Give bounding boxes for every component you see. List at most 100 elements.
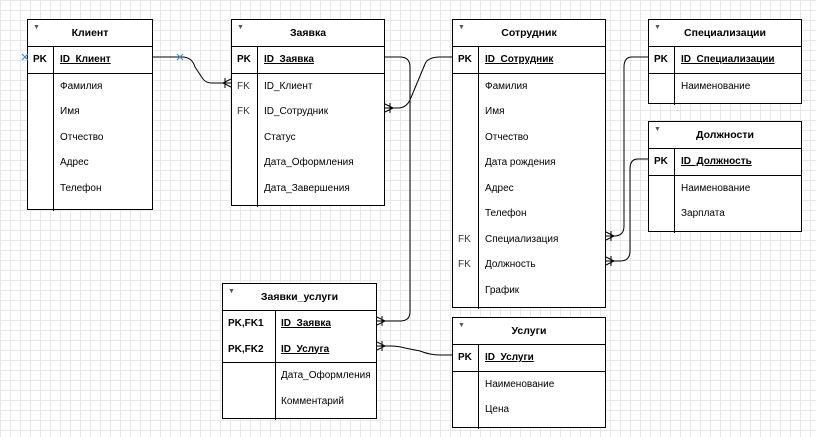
- table-title: Клиент: [71, 27, 109, 39]
- crowfoot-icon: [605, 231, 615, 241]
- table-row[interactable]: Цена: [453, 397, 605, 423]
- crowfoot-icon: [376, 316, 386, 326]
- field-name: ID_Услуги: [485, 352, 534, 363]
- collapse-triangle-icon[interactable]: ▼: [654, 126, 661, 133]
- table-row[interactable]: Телефон: [453, 201, 605, 227]
- pk-section: PK ID_Специализации: [649, 47, 801, 74]
- table-row[interactable]: Дата_Оформления: [232, 150, 384, 176]
- table-title: Заявка: [289, 27, 327, 39]
- key-label: FK: [458, 233, 471, 245]
- field-name: Наименование: [681, 80, 751, 92]
- table-sotrudnik[interactable]: ▼ Сотрудник PK ID_Сотрудник Фамилия Имя От…: [452, 19, 606, 309]
- table-klient[interactable]: ▼ Клиент PK ID_Клиент Фамилия Имя Отчество…: [27, 19, 153, 211]
- key-label: FK: [237, 80, 250, 92]
- key-label: PK: [458, 54, 472, 65]
- relationship-spec-sotrudnik: [606, 56, 648, 237]
- key-label: PK: [33, 54, 47, 65]
- table-row[interactable]: Отчество: [453, 125, 605, 151]
- connection-handle-icon: [21, 53, 184, 61]
- table-header: ▼Специализации: [649, 20, 801, 47]
- collapse-triangle-icon[interactable]: ▼: [237, 24, 244, 31]
- table-row[interactable]: Дата_Оформления: [223, 363, 376, 389]
- table-row[interactable]: График: [453, 278, 605, 304]
- field-name: Наименование: [485, 378, 555, 390]
- relationship-sotrudnik-zayavka: [385, 56, 452, 109]
- collapse-triangle-icon[interactable]: ▼: [33, 24, 40, 31]
- field-name: ID_Клиент: [60, 54, 111, 65]
- field-name: Комментарий: [281, 395, 344, 407]
- table-header: ▼ Заявка: [232, 20, 384, 47]
- field-name: Цена: [485, 404, 510, 415]
- key-label: PK: [654, 54, 668, 65]
- field-name: Телефон: [485, 208, 527, 219]
- field-name: Должность: [485, 259, 536, 270]
- table-row[interactable]: Статус: [232, 125, 384, 151]
- field-name: ID_Сотрудник: [485, 54, 554, 65]
- crowfoot-icon: [605, 256, 615, 266]
- table-title: Услуги: [511, 325, 547, 337]
- table-header: ▼ Должности: [649, 122, 801, 149]
- table-row[interactable]: Дата_Завершения: [232, 176, 384, 202]
- collapse-triangle-icon[interactable]: ▼: [458, 24, 465, 31]
- table-row[interactable]: FK Должность: [453, 252, 605, 278]
- field-name: Адрес: [485, 182, 514, 194]
- table-specializacii[interactable]: ▼Специализации PK ID_Специализации Наимен…: [648, 19, 802, 105]
- field-name: Статус: [264, 131, 296, 143]
- table-row[interactable]: Адрес: [453, 176, 605, 202]
- table-title: Сотрудник: [501, 27, 557, 39]
- relationship-klient-zayavka: [153, 56, 231, 84]
- table-header: ▼ Сотрудник: [453, 20, 605, 47]
- table-row[interactable]: Телефон: [28, 176, 152, 202]
- table-row[interactable]: Комментарий: [223, 389, 376, 415]
- table-row[interactable]: PK ID_Клиент: [28, 47, 152, 73]
- field-name: ID_Специализации: [681, 54, 775, 65]
- collapse-triangle-icon[interactable]: ▼: [458, 322, 465, 329]
- field-name: Фамилия: [485, 80, 528, 92]
- table-row[interactable]: FK ID_Клиент: [232, 74, 384, 100]
- table-row[interactable]: PK ID_Специализации: [649, 47, 801, 73]
- fields-section: Дата_Оформления Комментарий: [223, 363, 376, 420]
- pk-section: PK ID_Клиент: [28, 47, 152, 74]
- table-row[interactable]: Наименование: [453, 372, 605, 398]
- collapse-triangle-icon[interactable]: ▼: [654, 24, 661, 31]
- field-name: ID_Услуга: [281, 343, 330, 355]
- table-row[interactable]: Зарплата: [649, 201, 801, 227]
- table-row[interactable]: Наименование: [649, 74, 801, 100]
- table-row[interactable]: Дата рождения: [453, 150, 605, 176]
- fields-section: Наименование Зарплата: [649, 175, 801, 233]
- table-row[interactable]: Фамилия: [453, 74, 605, 100]
- table-row[interactable]: Наименование: [649, 176, 801, 202]
- relationship-uslugi-zayavki-uslugi: [377, 345, 452, 356]
- pk-section: PK ID_Сотрудник: [453, 47, 605, 74]
- table-row[interactable]: Фамилия: [28, 74, 152, 100]
- fields-section: Фамилия Имя Отчество Адрес Телефон: [28, 73, 152, 211]
- table-title: Должности: [696, 129, 754, 141]
- table-row[interactable]: PK ID_Сотрудник: [453, 47, 605, 73]
- collapse-triangle-icon[interactable]: ▼: [228, 288, 235, 295]
- table-header: ▼ Клиент: [28, 20, 152, 47]
- table-header: ▼Заявки_услуги: [223, 284, 376, 311]
- key-label: FK: [458, 259, 471, 270]
- table-header: ▼ Услуги: [453, 318, 605, 345]
- field-name: Дата_Оформления: [281, 370, 371, 381]
- field-name: ID_Клиент: [264, 80, 313, 92]
- field-name: Телефон: [60, 182, 102, 194]
- table-row[interactable]: Адрес: [28, 150, 152, 176]
- table-row[interactable]: Отчество: [28, 125, 152, 151]
- table-row[interactable]: Имя: [28, 99, 152, 125]
- table-row[interactable]: Имя: [453, 99, 605, 125]
